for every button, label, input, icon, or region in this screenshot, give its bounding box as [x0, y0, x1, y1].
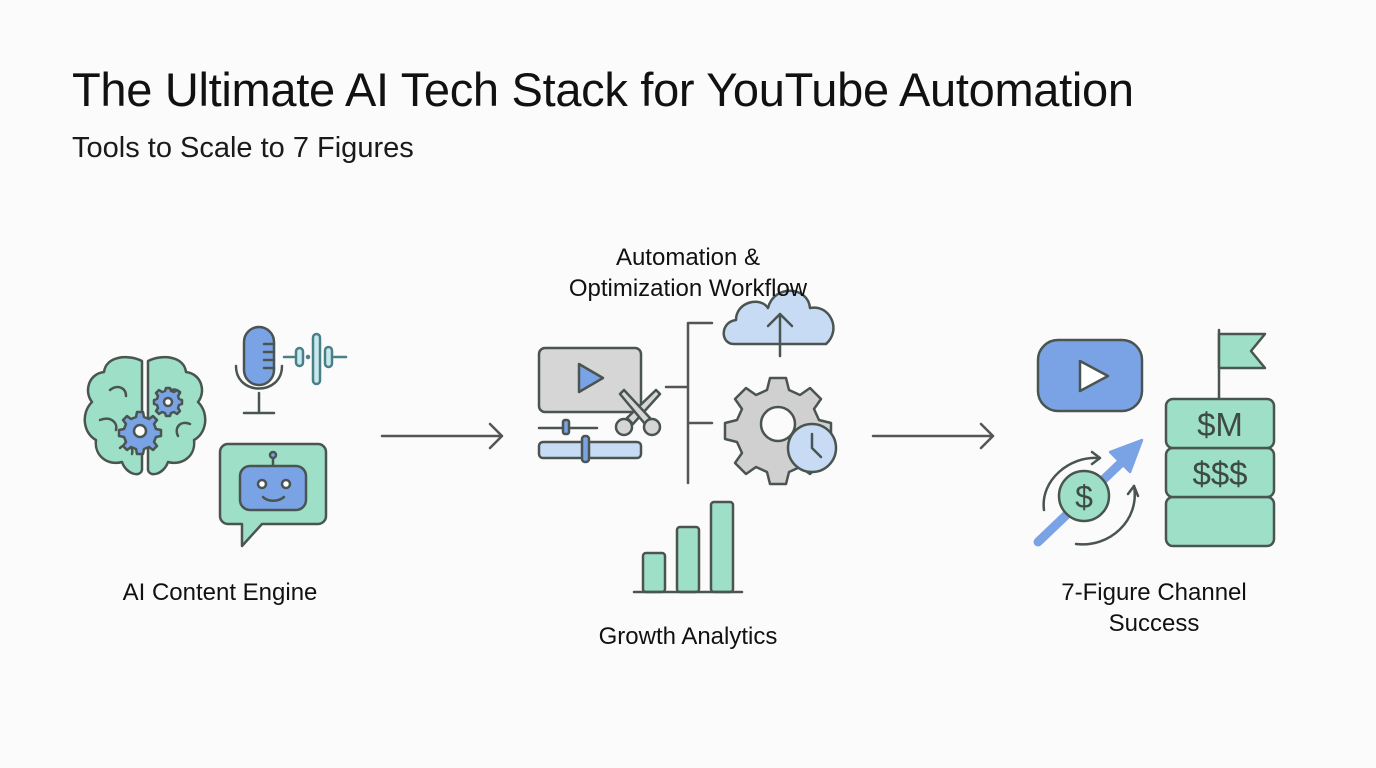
- stage-label-line: Success: [1108, 610, 1200, 637]
- workflow-connector: [664, 321, 714, 485]
- bar: [675, 525, 701, 594]
- dollar-growth-icon: [1033, 438, 1144, 547]
- stage-label-ai-content-engine: AI Content Engine: [122, 579, 318, 606]
- dollar-sign: $: [1075, 479, 1093, 515]
- microphone-icon: [234, 325, 284, 415]
- money-stack-icon: [1164, 397, 1276, 548]
- stage-label-automation-workflow: Automation & Optimization Workflow: [528, 242, 848, 304]
- bar: [641, 551, 667, 594]
- flag-icon: [1217, 328, 1267, 400]
- stage-label-channel-success: 7-Figure Channel Success: [1024, 577, 1284, 639]
- money-stack-top-label: $M: [1197, 406, 1243, 443]
- youtube-play-icon: [1036, 338, 1144, 413]
- brain-gears-icon: [83, 355, 207, 476]
- scissors-icon: [614, 388, 662, 437]
- stage-label-growth-analytics: Growth Analytics: [598, 623, 778, 650]
- soundwave-icon: [282, 332, 348, 386]
- cloud-upload-icon: [722, 289, 835, 358]
- flow-arrow: [380, 422, 504, 450]
- robot-chat-icon: [218, 442, 328, 548]
- stage-label-line: Optimization Workflow: [568, 275, 808, 302]
- bar: [709, 500, 735, 594]
- stage-label-line: Automation &: [615, 244, 761, 271]
- stage-label-line: 7-Figure Channel: [1061, 579, 1247, 606]
- page-subtitle: Tools to Scale to 7 Figures: [72, 132, 414, 164]
- flow-arrow: [871, 422, 995, 450]
- video-editor-icon: [537, 346, 643, 464]
- gear-clock-icon: [723, 376, 838, 486]
- page-title: The Ultimate AI Tech Stack for YouTube A…: [72, 63, 1134, 116]
- bar-chart-icon: [632, 500, 744, 594]
- money-stack-middle-label: $$$: [1192, 455, 1247, 492]
